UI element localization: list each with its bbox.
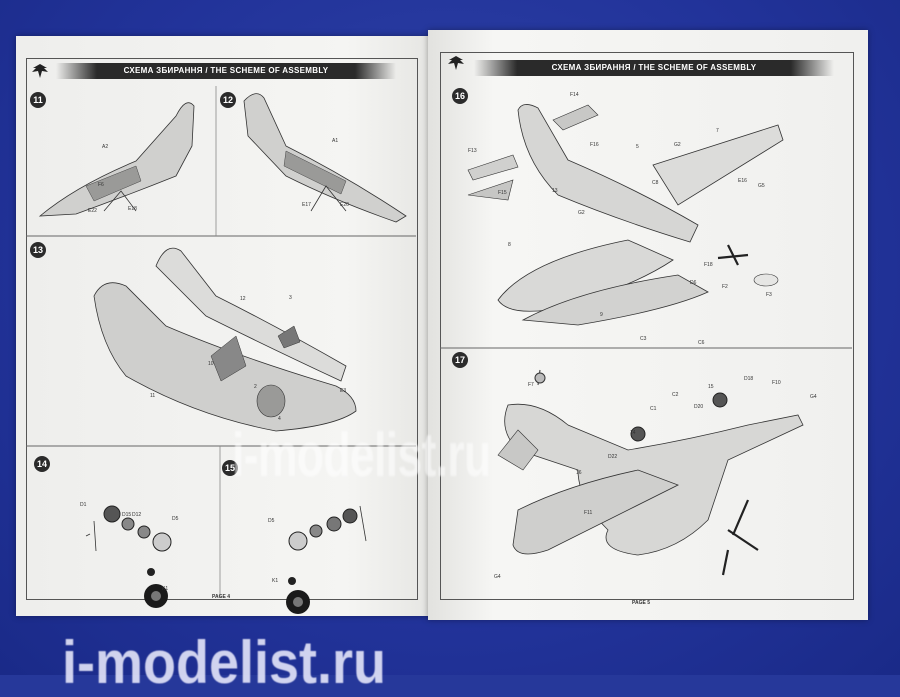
part-label: D18 <box>744 376 754 382</box>
part-label: D22 <box>608 454 618 460</box>
part-label: 8 <box>508 242 511 248</box>
part-label: F10 <box>772 380 781 386</box>
right-instruction-page: СХЕМА ЗБИРАННЯ / THE SCHEME OF ASSEMBLY … <box>428 30 868 620</box>
part-label: 13 <box>552 188 558 194</box>
part-label: A2 <box>102 144 109 150</box>
part-label: D12 <box>132 512 142 518</box>
right-header-title: СХЕМА ЗБИРАННЯ / THE SCHEME OF ASSEMBLY <box>474 60 834 76</box>
left-page-number: PAGE 4 <box>212 594 230 600</box>
part-label: 2 <box>254 384 257 390</box>
part-label: F11 <box>584 510 593 516</box>
part-label: G4 <box>494 574 501 580</box>
part-label: E3 <box>340 388 347 394</box>
part-label: 15 <box>708 384 714 390</box>
part-label: G4 <box>810 394 817 400</box>
step-17-badge: 17 <box>452 352 468 368</box>
part-label: 7 <box>716 128 719 134</box>
part-label: F18 <box>704 262 713 268</box>
step-15-badge: 15 <box>222 460 238 476</box>
part-label: G5 <box>758 183 765 189</box>
part-label: E20 <box>340 202 349 208</box>
part-label: F2 <box>722 284 728 290</box>
part-label: C3 <box>640 336 647 342</box>
part-label: E22 <box>88 208 97 214</box>
right-assembly-drawings <box>440 104 852 576</box>
part-label: D5 <box>172 516 179 522</box>
part-label: G2 <box>578 210 585 216</box>
part-label: G2 <box>674 142 681 148</box>
part-label: 4 <box>278 416 281 422</box>
part-label: C1 <box>650 406 657 412</box>
part-label: C8 <box>652 180 659 186</box>
part-label: F14 <box>570 92 579 98</box>
winged-logo-icon <box>446 54 466 72</box>
right-page-number: PAGE 5 <box>632 600 650 606</box>
part-label: 9 <box>600 312 603 318</box>
watermark-bottom: i-modelist.ru <box>62 629 387 696</box>
part-label: K1 <box>272 578 279 584</box>
step-14-badge: 14 <box>34 456 50 472</box>
part-label: D5 <box>268 518 275 524</box>
part-label: K1 <box>162 586 169 592</box>
part-label: D6 <box>690 280 697 286</box>
part-label: 5 <box>636 144 639 150</box>
part-label: 10 <box>208 361 214 367</box>
part-label: E16 <box>738 178 747 184</box>
step-11-badge: 11 <box>30 92 46 108</box>
left-instruction-page: СХЕМА ЗБИРАННЯ / THE SCHEME OF ASSEMBLY <box>16 36 430 616</box>
part-label: F3 <box>766 292 772 298</box>
left-assembly-drawings <box>26 86 416 614</box>
part-label: E17 <box>302 202 311 208</box>
part-label: D1 <box>80 502 87 508</box>
part-label: F7 <box>528 382 534 388</box>
step-12-badge: 12 <box>220 92 236 108</box>
part-label: 11 <box>150 393 156 399</box>
part-label: C6 <box>698 340 705 346</box>
part-label: 12 <box>240 296 246 302</box>
part-label: 3 <box>289 295 292 301</box>
part-label: E18 <box>128 206 137 212</box>
part-label: F6 <box>98 182 104 188</box>
part-label: C2 <box>672 392 679 398</box>
part-label: F16 <box>590 142 599 148</box>
step-13-badge: 13 <box>30 242 46 258</box>
part-label: A1 <box>332 138 339 144</box>
winged-logo-icon <box>30 62 50 80</box>
part-label: 14 <box>630 430 636 436</box>
part-label: F13 <box>468 148 477 154</box>
left-header-title: СХЕМА ЗБИРАННЯ / THE SCHEME OF ASSEMBLY <box>56 63 396 79</box>
part-label: D15 <box>122 512 132 518</box>
part-label: D20 <box>694 404 704 410</box>
left-page-frame <box>26 58 418 600</box>
step-16-badge: 16 <box>452 88 468 104</box>
part-label: F15 <box>498 190 507 196</box>
part-label: 16 <box>576 470 582 476</box>
right-page-frame <box>440 52 854 600</box>
watermark-center: i-modelist.ru <box>232 421 491 490</box>
